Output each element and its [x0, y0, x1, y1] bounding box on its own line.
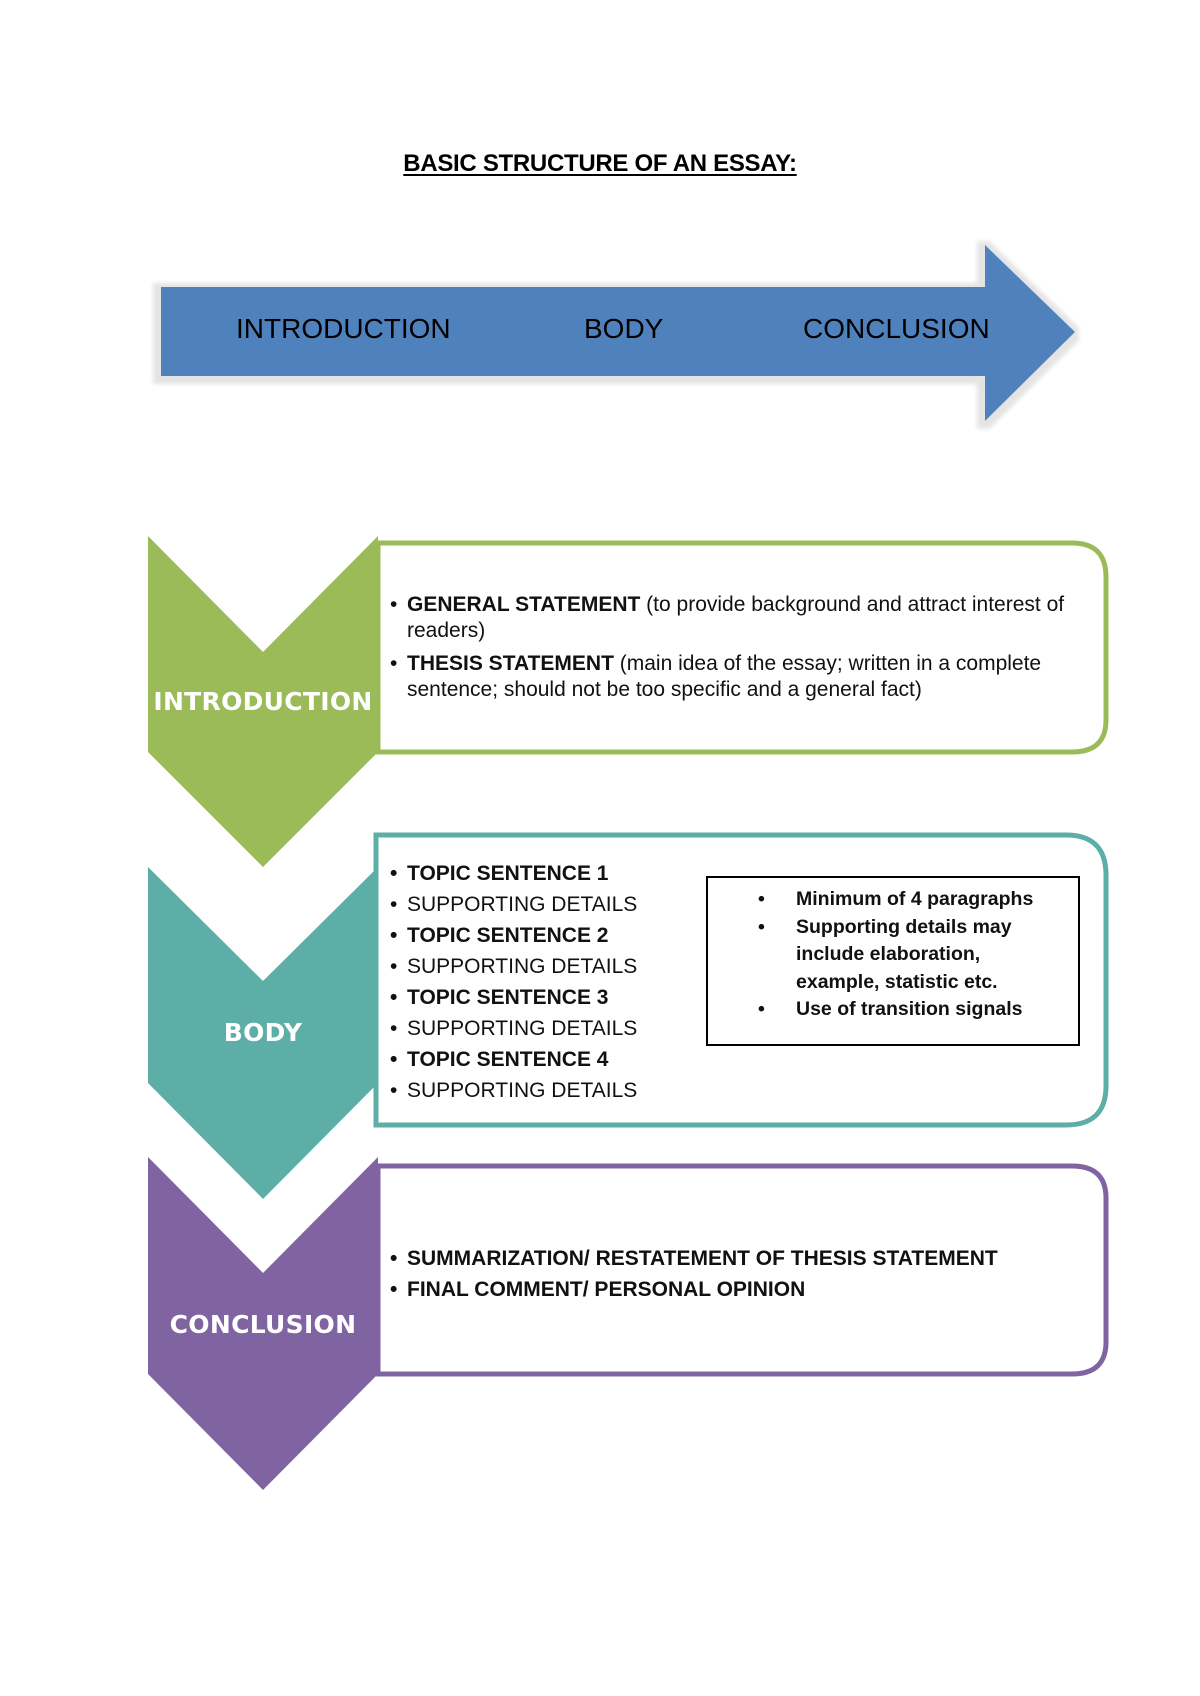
item-heading: GENERAL STATEMENT — [407, 593, 641, 616]
list-item: TOPIC SENTENCE 1 — [390, 858, 690, 889]
conclusion-chevron-icon — [148, 1157, 378, 1490]
body-content: TOPIC SENTENCE 1 SUPPORTING DETAILS TOPI… — [390, 858, 690, 1106]
list-item: THESIS STATEMENT (main idea of the essay… — [390, 651, 1090, 703]
arrow-label-body: BODY — [584, 313, 664, 344]
right-arrow-icon — [161, 245, 1075, 421]
body-label: BODY — [223, 1018, 303, 1047]
body-chevron-icon — [148, 867, 378, 1199]
item-text: (to provide background and attract inter… — [407, 593, 1065, 642]
introduction-chevron-icon — [148, 536, 378, 867]
conclusion-label: CONCLUSION — [169, 1310, 357, 1339]
note-item: Supporting details may include elaborati… — [708, 914, 1078, 997]
introduction-content: GENERAL STATEMENT (to provide background… — [390, 592, 1090, 703]
item-heading: THESIS STATEMENT — [407, 652, 614, 675]
note-item: Use of transition signals — [708, 996, 1078, 1024]
list-item: FINAL COMMENT/ PERSONAL OPINION — [390, 1274, 1090, 1305]
list-item: SUPPORTING DETAILS — [390, 1075, 690, 1106]
list-item: SUPPORTING DETAILS — [390, 1013, 690, 1044]
body-notes-box: Minimum of 4 paragraphs Supporting detai… — [706, 876, 1080, 1046]
arrow-label-conclusion: CONCLUSION — [803, 313, 990, 344]
list-item: TOPIC SENTENCE 2 — [390, 920, 690, 951]
list-item: TOPIC SENTENCE 4 — [390, 1044, 690, 1075]
conclusion-content: SUMMARIZATION/ RESTATEMENT OF THESIS STA… — [390, 1243, 1090, 1305]
list-item: SUPPORTING DETAILS — [390, 951, 690, 982]
list-item: SUPPORTING DETAILS — [390, 889, 690, 920]
list-item: TOPIC SENTENCE 3 — [390, 982, 690, 1013]
page-title: BASIC STRUCTURE OF AN ESSAY: — [403, 150, 797, 177]
item-text: (main idea of the essay; written in a co… — [407, 652, 1042, 701]
list-item: GENERAL STATEMENT (to provide background… — [390, 592, 1090, 644]
arrow-label-introduction: INTRODUCTION — [236, 313, 451, 344]
note-item: Minimum of 4 paragraphs — [708, 886, 1078, 914]
list-item: SUMMARIZATION/ RESTATEMENT OF THESIS STA… — [390, 1243, 1090, 1274]
introduction-label: INTRODUCTION — [153, 687, 373, 716]
